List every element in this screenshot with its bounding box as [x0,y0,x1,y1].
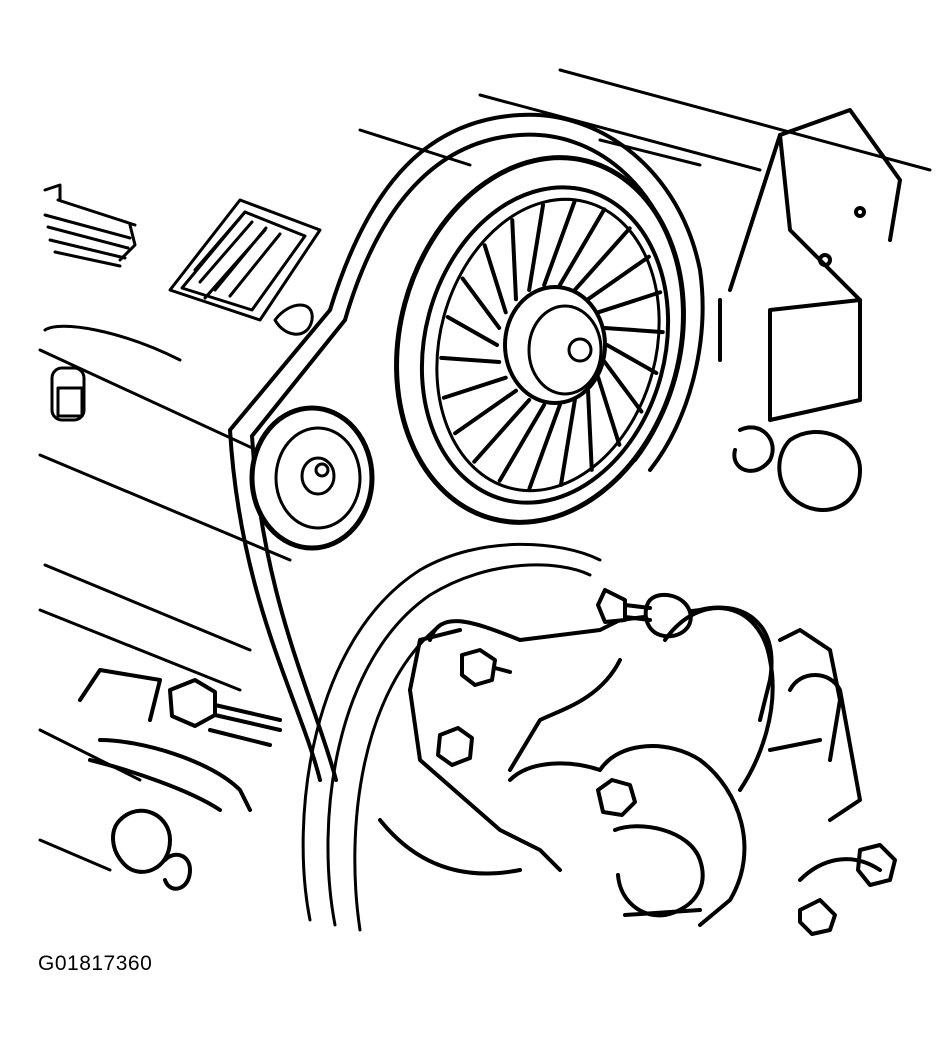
pulley-spoke [527,203,546,292]
pulley-spoke [557,207,607,288]
figure-code: G01817360 [38,952,153,975]
engine-block-outline [38,68,932,872]
pulley-spoke [586,388,594,472]
pulley-spoke [527,402,562,491]
pulley-spoke [602,360,644,414]
pulley-spoke [439,355,502,365]
pulley-spoke [497,402,547,483]
pulley-spokes [439,199,665,491]
lower-left-bolt [168,678,282,747]
right-mounting-bracket [718,108,902,512]
pulley-spoke [445,315,499,347]
pulley-spoke [510,218,518,302]
vent-grille [168,198,322,322]
tensioner-bolt [596,588,693,639]
pulley-spoke [482,243,508,315]
pulley-spoke [602,325,665,335]
crankshaft-pulley [301,542,602,932]
left-head-bolt [50,366,86,422]
pulley-spoke [558,398,577,487]
clip-fastener [273,303,314,336]
pulley-spoke [460,276,502,330]
coolant-hose [768,628,897,936]
pulley-spoke [441,375,508,400]
large-pulley [394,155,686,525]
idler-pulley [249,405,375,551]
water-pump-housing [508,605,775,927]
lower-left-bracket [78,668,252,891]
pulley-spoke [605,343,659,375]
cylinder-head-fins [43,183,137,268]
pulley-spoke [472,398,532,464]
pulley-spoke [453,388,518,436]
pulley-spoke [542,199,577,288]
pump-flange-bolt [596,778,637,817]
pulley-spoke [596,290,663,315]
bracket-bolt-lower [436,726,474,767]
pulley-spoke [596,375,622,447]
bracket-bolt-upper [460,648,512,687]
pulley-spoke [572,226,632,292]
pulley-spoke [586,254,651,302]
